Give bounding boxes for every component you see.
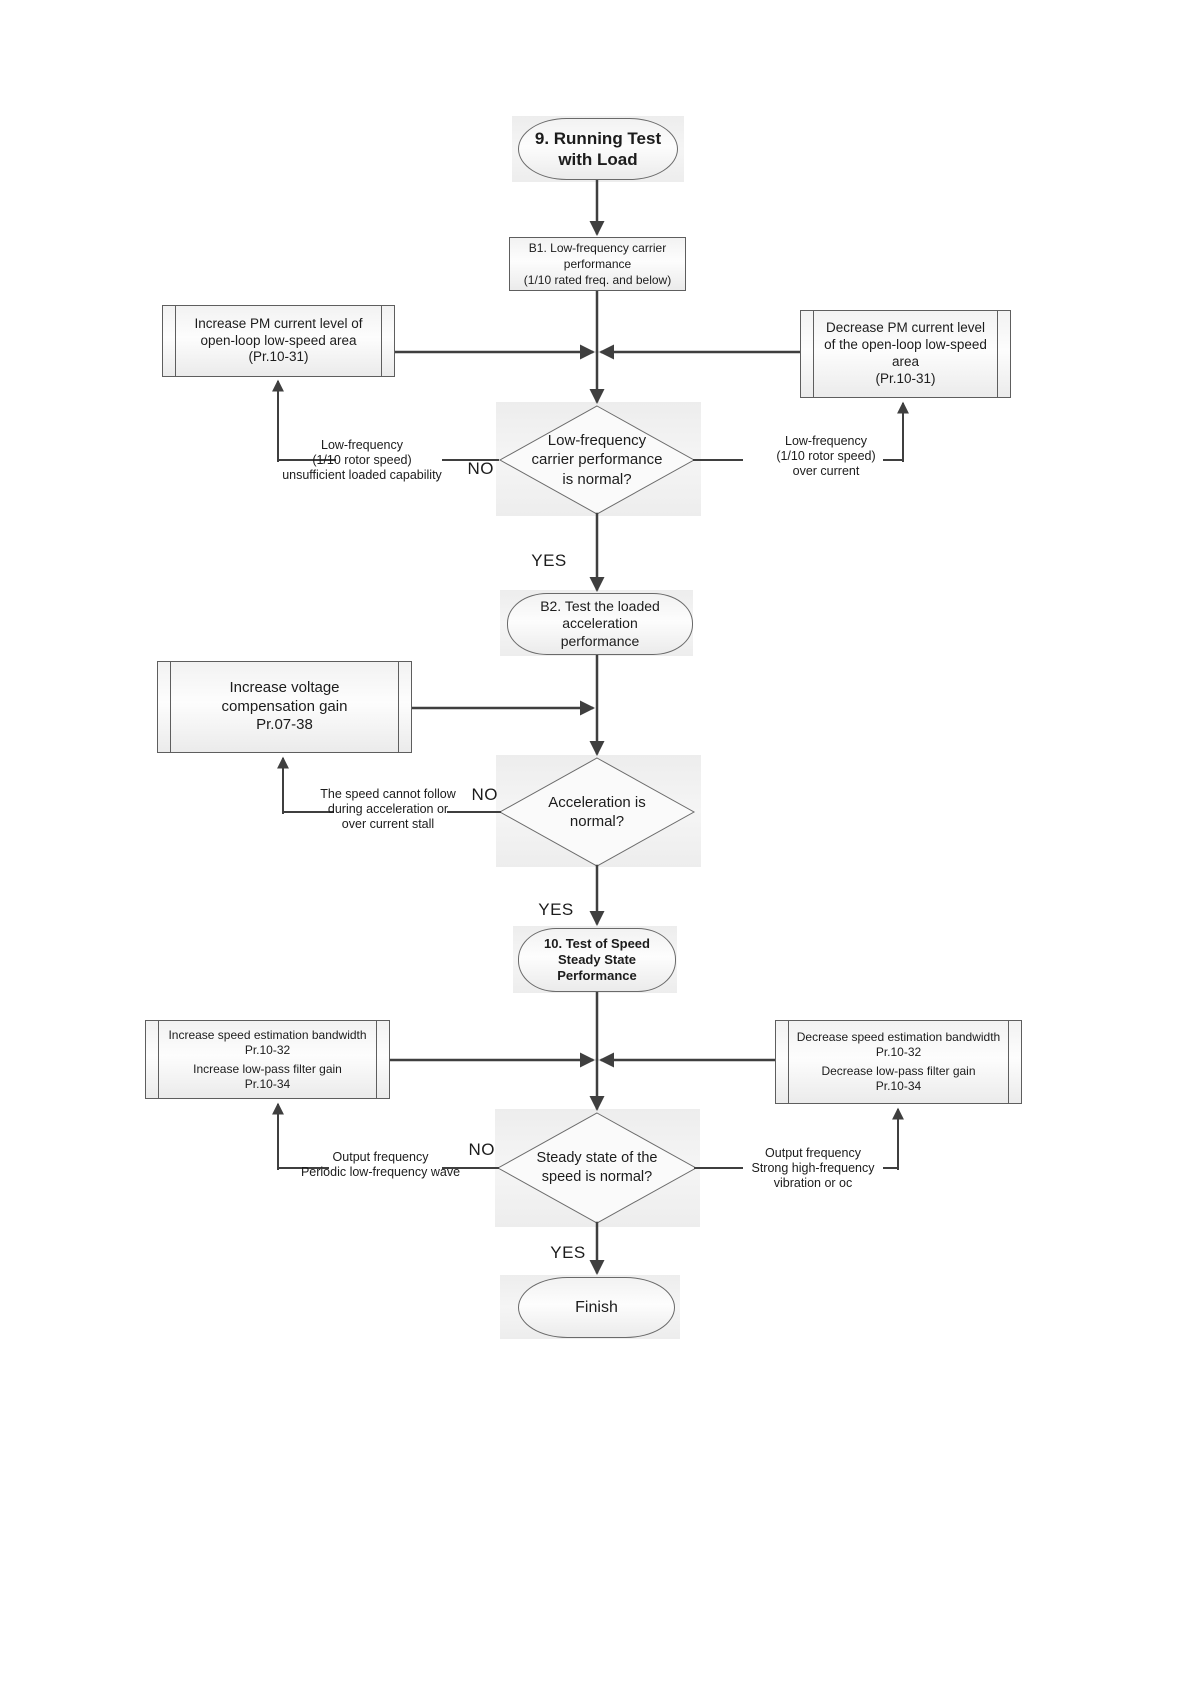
decrease-bandwidth-line-1: Decrease speed estimation bandwidth Pr.1… bbox=[796, 1030, 1001, 1059]
decrease-pm-current-box: Decrease PM current level of the open-lo… bbox=[800, 310, 1011, 398]
decrease-bandwidth-line-2: Decrease low-pass filter gain Pr.10-34 bbox=[821, 1064, 976, 1093]
b2-terminator: B2. Test the loaded acceleration perform… bbox=[507, 593, 693, 655]
main-flow-lines bbox=[388, 179, 802, 1275]
decrease-bandwidth-box: Decrease speed estimation bandwidth Pr.1… bbox=[775, 1020, 1022, 1104]
finish-terminator: Finish bbox=[518, 1277, 675, 1338]
accel-no-label: NO bbox=[471, 785, 498, 804]
carrier-yes-label: YES bbox=[531, 551, 567, 570]
steady-yes-label: YES bbox=[550, 1243, 586, 1262]
decision-steady-label: Steady state of the speed is normal? bbox=[536, 1150, 658, 1185]
carrier-no-label: NO bbox=[467, 459, 494, 478]
steady-no-reason-label: Output frequency Periodic low-frequency … bbox=[300, 1150, 461, 1179]
accel-yes-label: YES bbox=[538, 900, 574, 919]
branch-lines bbox=[272, 379, 909, 1170]
b1-step-box: B1. Low-frequency carrier performance (1… bbox=[509, 237, 686, 291]
increase-pm-current-box: Increase PM current level of open-loop l… bbox=[162, 305, 395, 377]
accel-no-reason-label: The speed cannot follow during accelerat… bbox=[320, 787, 456, 831]
increase-bandwidth-line-2: Increase low-pass filter gain Pr.10-34 bbox=[193, 1061, 342, 1091]
decision-carrier-label: Low-frequency carrier performance is nor… bbox=[531, 431, 663, 488]
steady-oc-reason-label: Output frequency Strong high-frequency v… bbox=[751, 1146, 875, 1190]
decision-diamonds bbox=[496, 405, 698, 1224]
carrier-oc-reason-label: Low-frequency (1/10 rotor speed) over cu… bbox=[776, 434, 876, 478]
test-steady-terminator: 10. Test of Speed Steady State Performan… bbox=[518, 928, 676, 992]
increase-bandwidth-line-1: Increase speed estimation bandwidth Pr.1… bbox=[168, 1027, 367, 1057]
decision-accel-label: Acceleration is normal? bbox=[548, 793, 646, 831]
carrier-no-reason-label: Low-frequency (1/10 rotor speed) unsuffi… bbox=[282, 438, 442, 482]
start-terminator: 9. Running Test with Load bbox=[518, 118, 678, 180]
increase-bandwidth-box: Increase speed estimation bandwidth Pr.1… bbox=[145, 1020, 390, 1099]
steady-no-label: NO bbox=[468, 1140, 495, 1159]
increase-voltage-gain-box: Increase voltage compensation gain Pr.07… bbox=[157, 661, 412, 753]
